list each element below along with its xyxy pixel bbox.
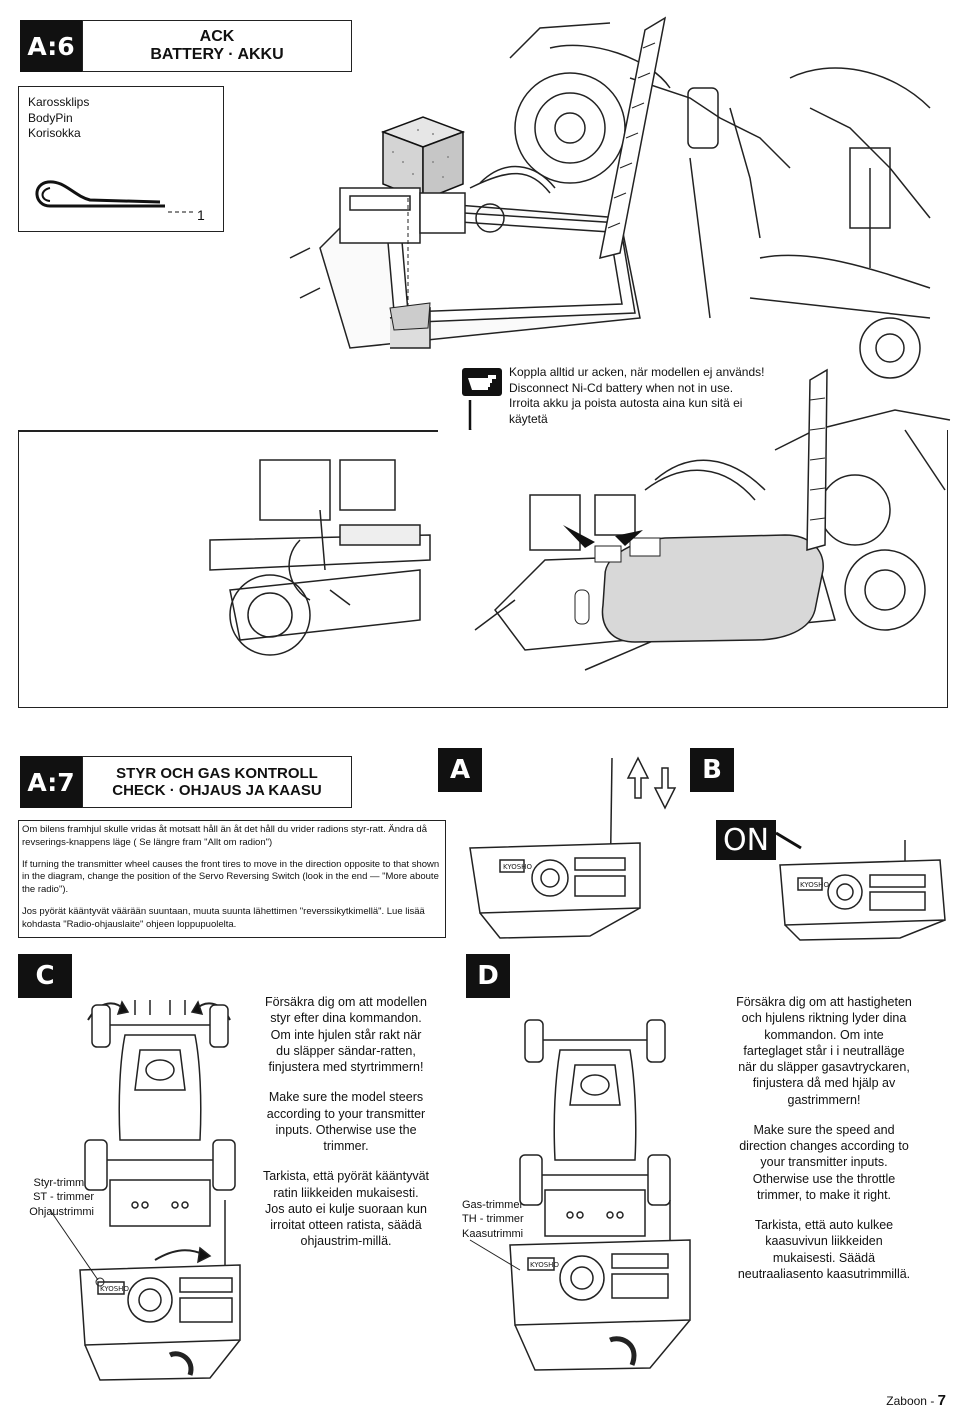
buggy-c-drawing: [84, 1000, 236, 1227]
trim-label-c: Styr-trimmer ST - trimmer Ohjaustrimmi: [29, 1177, 94, 1218]
text-d-en: Make sure the speed and direction change…: [739, 1122, 909, 1202]
buggy-d-drawing: [519, 1019, 671, 1237]
para-sv: Om bilens framhjul skulle vridas åt mots…: [22, 824, 427, 848]
label-a: A: [438, 748, 482, 792]
part-label: Karossklips BodyPin Korisokka: [28, 95, 90, 141]
transmitter-c-drawing: KYOSHO: [49, 1200, 241, 1381]
chassis-battery-tray-drawing: [289, 16, 931, 379]
transmitter-d-drawing: KYOSHO: [469, 1200, 691, 1371]
label-c: C: [18, 954, 72, 998]
title-box-a7: STYR OCH GAS KONTROLL CHECK · OHJAUS JA …: [82, 756, 352, 808]
label-b: B: [690, 748, 734, 792]
svg-text:KYOSHO: KYOSHO: [503, 863, 532, 871]
step-tag-a7: A:7: [20, 756, 82, 808]
title-sv: ACK: [199, 27, 235, 45]
instructions-box: [18, 820, 446, 938]
svg-text:KYOSHO: KYOSHO: [800, 881, 829, 889]
title-box-a6: ACK BATTERY · AKKU: [82, 20, 352, 72]
text-c: Försäkra dig om att modellen styr efter …: [262, 994, 430, 1250]
label-d: D: [466, 954, 510, 998]
detail-right-edge: [946, 460, 948, 708]
text-d-fi: Tarkista, että auto kulkee kaasuvivun li…: [737, 1218, 911, 1281]
chassis-detail-left-drawing: [209, 459, 431, 656]
text-c-fi: Tarkista, että pyörät kääntyvät ratin li…: [262, 1169, 430, 1249]
title-sv: STYR OCH GAS KONTROLL: [116, 764, 318, 782]
on-badge: ON: [716, 820, 776, 860]
text-c-sv: Försäkra dig om att modellen styr efter …: [265, 995, 427, 1074]
bodypin-icon: [35, 180, 196, 213]
transmitter-b-drawing: KYOSHO: [779, 840, 946, 941]
battery-note: Koppla alltid ur acken, när modellen ej …: [509, 365, 765, 426]
para-en: If turning the transmitter wheel causes …: [22, 858, 440, 896]
trim-label-d: Gas-trimmer TH - trimmer Kaasutrimmi: [462, 1199, 524, 1240]
on-arrow: [775, 831, 802, 850]
part-box: [18, 86, 224, 232]
transmitter-a-drawing: KYOSHO: [469, 756, 677, 939]
para-fi: Jos pyörät kääntyvät väärään suuntaan, m…: [22, 906, 425, 930]
title-en: BATTERY · AKKU: [150, 46, 284, 63]
title-en: CHECK · OHJAUS JA KAASU: [112, 782, 322, 799]
footer-model: Zaboon -: [886, 1394, 935, 1408]
instructions-text: Om bilens framhjul skulle vridas åt mots…: [22, 824, 442, 932]
text-c-en: Make sure the model steers according to …: [266, 1090, 426, 1153]
part-qty: 1: [197, 207, 205, 223]
pointing-hand-icon: [462, 368, 502, 396]
svg-text:KYOSHO: KYOSHO: [100, 1285, 129, 1293]
chassis-detail-right-drawing: [474, 368, 951, 671]
step-tag-a6: A:6: [20, 20, 82, 72]
svg-text:KYOSHO: KYOSHO: [530, 1261, 559, 1269]
text-d: Försäkra dig om att hastigheten och hjul…: [736, 994, 912, 1282]
text-d-sv: Försäkra dig om att hastigheten och hjul…: [736, 995, 912, 1107]
page-footer: Zaboon - 7: [886, 1392, 946, 1409]
page-number: 7: [937, 1392, 946, 1409]
detail-top-edge: [18, 430, 438, 432]
